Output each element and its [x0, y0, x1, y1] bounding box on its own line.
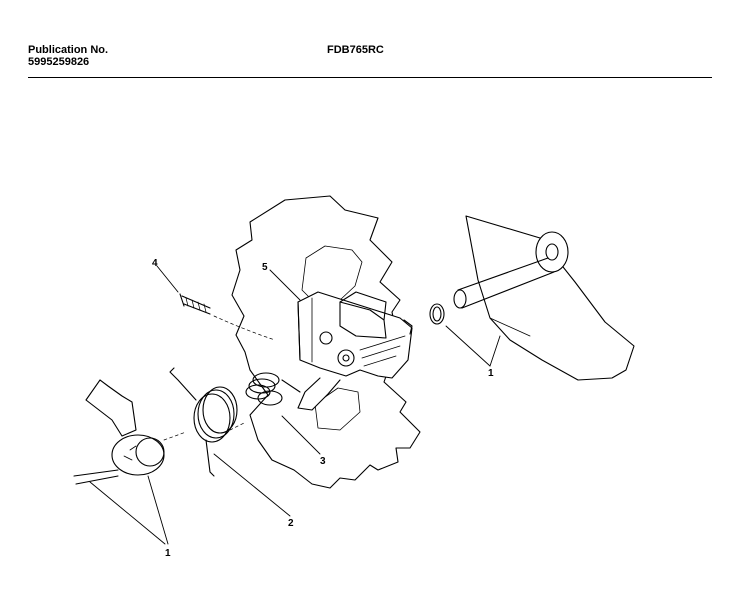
actuator-assembly: [297, 291, 413, 411]
torsion-spring: [169, 367, 247, 477]
knob-lever: [73, 379, 187, 485]
leader-lines: [89, 265, 501, 545]
callout-4: 4: [152, 258, 158, 269]
small-spring: [245, 372, 301, 406]
model-number: FDB765RC: [327, 44, 384, 56]
publication-number: 5995259826: [28, 56, 90, 68]
callout-1-left: 1: [165, 548, 171, 559]
callout-2: 2: [288, 518, 294, 529]
screw: [179, 293, 276, 341]
callout-3: 3: [320, 456, 326, 467]
callout-1-right: 1: [488, 368, 494, 379]
header-rule: [28, 77, 712, 78]
callout-5: 5: [262, 262, 268, 273]
publication-label: Publication No.: [28, 44, 109, 56]
blade-shaft-assembly: [429, 215, 635, 381]
